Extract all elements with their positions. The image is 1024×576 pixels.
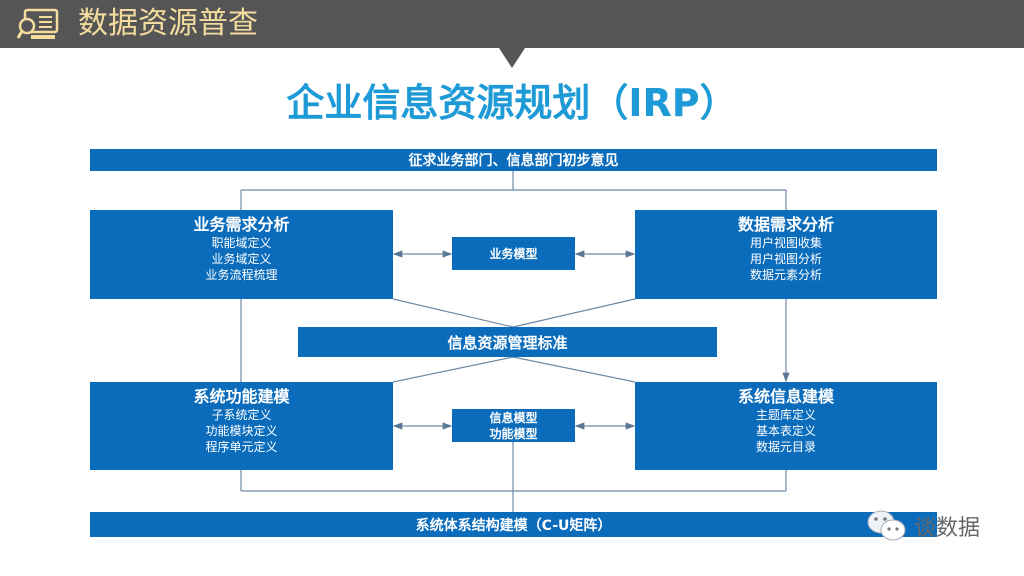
box-line: 数据元目录 [755, 440, 816, 454]
box-line: 用户视图分析 [749, 252, 822, 266]
wechat-icon [867, 510, 906, 541]
top-bar-label: 征求业务部门、信息部门初步意见 [408, 153, 619, 169]
monitor-search-icon [17, 8, 59, 39]
system-function-box: 系统功能建模 子系统定义 功能模块定义 程序单元定义 [90, 382, 393, 470]
box-line: 业务流程梳理 [205, 268, 278, 282]
header-bar: 数据资源普查 [0, 0, 1024, 48]
info-model-box: 信息模型 功能模型 [452, 409, 575, 442]
middle-bar: 信息资源管理标准 [298, 327, 717, 357]
business-requirements-box: 业务需求分析 职能域定义 业务域定义 业务流程梳理 [90, 210, 393, 299]
box-line: 数据元素分析 [749, 268, 822, 282]
bottom-bar: 系统体系结构建模（C-U矩阵） [90, 512, 937, 537]
function-model-label: 功能模型 [489, 426, 538, 441]
box-heading: 系统功能建模 [193, 387, 290, 406]
box-line: 子系统定义 [211, 408, 272, 422]
box-line: 业务域定义 [211, 252, 272, 266]
watermark-text: 谈数据 [914, 516, 981, 541]
header-pointer [499, 48, 525, 68]
info-model-label: 信息模型 [489, 410, 538, 425]
bottom-bar-label: 系统体系结构建模（C-U矩阵） [415, 517, 612, 534]
header-title: 数据资源普查 [78, 6, 258, 41]
box-heading: 业务需求分析 [193, 215, 290, 234]
box-line: 职能域定义 [211, 236, 272, 250]
box-line: 程序单元定义 [205, 440, 278, 454]
box-line: 主题库定义 [755, 408, 816, 422]
middle-bar-label: 信息资源管理标准 [447, 333, 568, 352]
watermark: 谈数据 [866, 509, 980, 543]
business-model-box: 业务模型 [452, 237, 575, 270]
box-line: 功能模块定义 [205, 424, 278, 438]
system-info-box: 系统信息建模 主题库定义 基本表定义 数据元目录 [635, 382, 937, 470]
box-heading: 系统信息建模 [737, 387, 834, 406]
box-line: 用户视图收集 [749, 236, 822, 250]
business-model-label: 业务模型 [489, 246, 538, 261]
page-title: 企业信息资源规划（IRP） [286, 81, 738, 125]
data-requirements-box: 数据需求分析 用户视图收集 用户视图分析 数据元素分析 [635, 210, 937, 299]
box-line: 基本表定义 [755, 424, 816, 438]
box-heading: 数据需求分析 [737, 215, 834, 234]
top-bar: 征求业务部门、信息部门初步意见 [90, 149, 937, 171]
